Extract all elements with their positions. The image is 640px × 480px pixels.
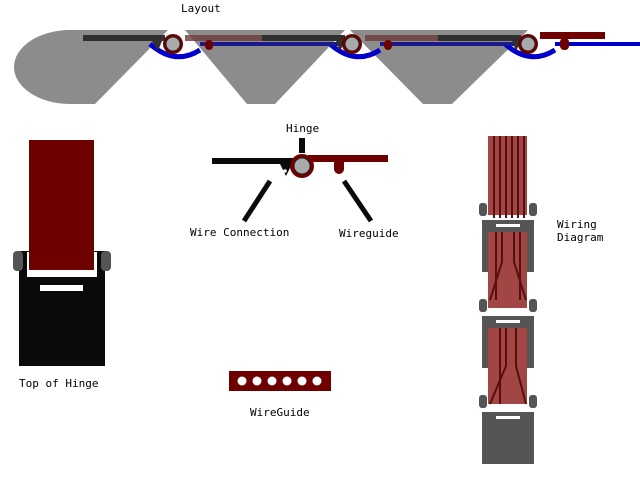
layout-label: Layout — [181, 2, 221, 15]
hinge-label: Hinge — [286, 122, 320, 135]
wiring-diagram — [479, 136, 537, 464]
wire-connection-label: Wire Connection — [190, 226, 290, 239]
layout-maroon-bars — [185, 32, 605, 50]
layout-dark-bars — [83, 35, 521, 51]
wireguide-label: Wireguide — [339, 227, 399, 240]
wireguide-part-label: WireGuide — [250, 406, 310, 419]
hinge-detail — [212, 138, 388, 223]
layout-panel-trapezoid-1 — [185, 30, 345, 104]
layout-blue-wire — [148, 42, 640, 60]
wiring-diagram-label: Wiring Diagram — [557, 218, 604, 244]
wiring-lines — [489, 136, 527, 405]
layout-hinge-pins — [163, 34, 538, 54]
layout-assembly — [14, 30, 640, 104]
layout-panel-left — [14, 30, 168, 104]
top-of-hinge-label: Top of Hinge — [19, 377, 99, 390]
wireguide-part — [229, 371, 331, 391]
layout-panel-trapezoid-2 — [350, 30, 528, 104]
top-of-hinge-part — [13, 140, 111, 366]
